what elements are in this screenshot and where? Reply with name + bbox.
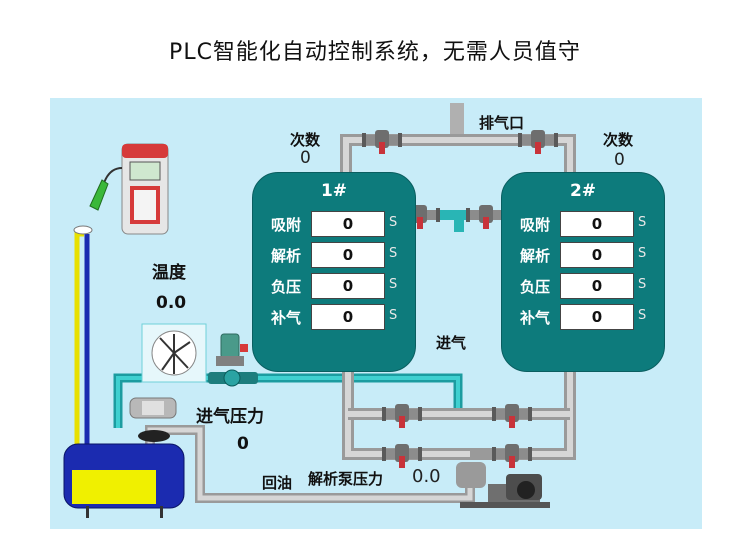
valve-icon-5[interactable] [382, 402, 422, 432]
temperature-label: 温度 [152, 263, 186, 283]
tank-2-title: 2# [569, 181, 597, 201]
adsorb-time-field[interactable]: 0 [560, 211, 634, 237]
exhaust-label: 排气口 [479, 114, 525, 132]
intake-pressure-label: 进气压力 [196, 407, 264, 427]
fuel-dispenser-icon [73, 143, 169, 235]
motor-pump-icon[interactable] [456, 462, 550, 508]
temperature-value: 0.0 [156, 293, 187, 313]
desorb-pump-pressure-label: 解析泵压力 [308, 470, 384, 488]
process-diagram [63, 103, 576, 518]
valve-icon-4[interactable] [466, 203, 506, 233]
fuel-hose [74, 231, 84, 446]
scada-panel: 排气口 次数 0 次数 0 温度 0.0 进气 进气压力 0 回油 解析泵压力 … [50, 98, 702, 529]
row-label: 补气 [520, 309, 551, 327]
tank-2: 2# 吸附 0 S 解析 0 S 负压 0 S 补气 0 S [501, 172, 665, 372]
vacuum-time-field[interactable]: 0 [560, 273, 634, 299]
row-label: 负压 [271, 278, 302, 296]
row-label: 补气 [271, 309, 302, 327]
unit-label: S [389, 277, 398, 292]
valve-icon-2[interactable] [518, 128, 558, 158]
pressure-filter-icon [129, 397, 177, 419]
page-title: PLC智能化自动控制系统，无需人员值守 [169, 40, 581, 65]
valve-icon-7[interactable] [382, 442, 422, 472]
fan-icon [141, 323, 207, 383]
intake-pressure-value: 0 [237, 434, 249, 454]
exhaust-pipe [450, 103, 464, 139]
row-label: 解析 [520, 247, 551, 265]
row-label: 解析 [271, 247, 302, 265]
valve-icon-8[interactable] [492, 442, 532, 472]
unit-label: S [638, 308, 647, 323]
tank-1: 1# 吸附 0 S 解析 0 S 负压 0 S 补气 0 S [252, 172, 416, 372]
row-label: 吸附 [271, 216, 302, 234]
unit-label: S [389, 246, 398, 261]
desorb-pump-pressure-value: 0.0 [412, 466, 441, 487]
refill-time-field[interactable]: 0 [560, 304, 634, 330]
valve-icon-6[interactable] [492, 402, 532, 432]
vacuum-time-field[interactable]: 0 [311, 273, 385, 299]
count-left-value: 0 [300, 148, 311, 168]
tank-1-title: 1# [320, 181, 348, 201]
unit-label: S [389, 215, 398, 230]
refill-time-field[interactable]: 0 [311, 304, 385, 330]
intake-label: 进气 [436, 334, 467, 352]
count-right-label: 次数 [603, 131, 634, 149]
desorb-time-field[interactable]: 0 [311, 242, 385, 268]
count-left-label: 次数 [290, 131, 321, 149]
unit-label: S [389, 308, 398, 323]
adsorb-time-field[interactable]: 0 [311, 211, 385, 237]
row-label: 吸附 [520, 216, 551, 234]
desorb-time-field[interactable]: 0 [560, 242, 634, 268]
unit-label: S [638, 277, 647, 292]
unit-label: S [638, 246, 647, 261]
unit-label: S [638, 215, 647, 230]
fuel-storage-tank [63, 430, 185, 518]
valve-icon-1[interactable] [362, 128, 402, 158]
middle-connector-pipe [412, 210, 504, 220]
row-label: 负压 [520, 278, 551, 296]
intake-pump-icon[interactable] [208, 333, 258, 387]
count-right-value: 0 [614, 150, 625, 170]
oil-return-label: 回油 [262, 474, 293, 492]
